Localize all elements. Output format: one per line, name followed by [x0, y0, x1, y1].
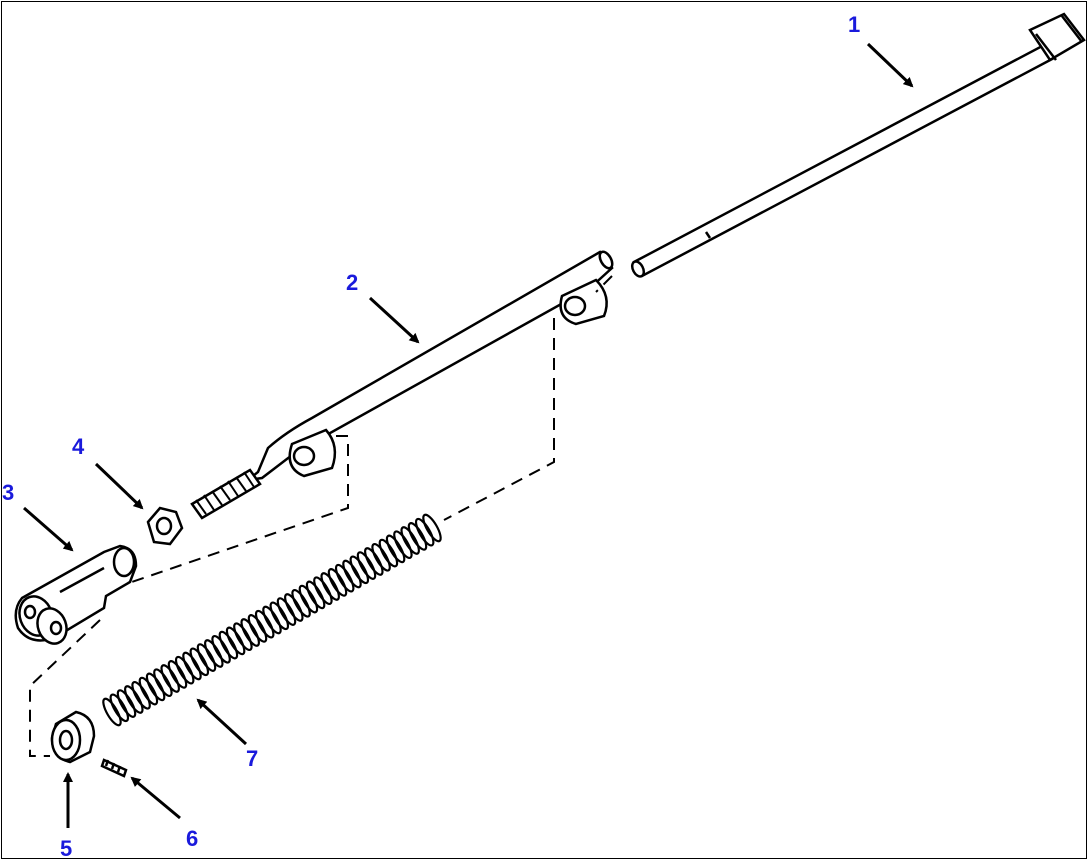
leader-arrow-1 — [866, 42, 914, 88]
spring-coil — [342, 559, 362, 589]
spring-coil — [298, 584, 319, 614]
spring-coil — [276, 597, 297, 626]
leader-arrow-7 — [196, 698, 248, 746]
part-3-clevis — [14, 544, 138, 645]
spring-coil — [313, 576, 333, 606]
spring-coil — [334, 563, 355, 593]
spring-coil — [400, 526, 420, 555]
spring-coil — [174, 655, 195, 685]
part-5-collar — [50, 710, 96, 764]
callout-1: 1 — [848, 12, 860, 37]
spring-coil — [356, 551, 377, 580]
spring-coil — [182, 651, 202, 681]
callout-5: 5 — [60, 836, 72, 861]
spring-coil — [371, 542, 391, 572]
spring-coil — [109, 693, 130, 723]
spring-coil — [189, 647, 210, 677]
leader-arrow-2 — [368, 296, 420, 344]
leader-arrow-3 — [23, 506, 74, 552]
assembly-centerlines — [29, 275, 613, 757]
callout-3: 3 — [2, 480, 14, 505]
spring-coil — [414, 517, 435, 547]
spring-coil — [145, 672, 166, 702]
spring-coil — [240, 618, 260, 647]
leader-arrow-4 — [94, 462, 144, 510]
spring-coil — [305, 580, 326, 610]
spring-coil — [349, 555, 370, 585]
spring-coil — [225, 626, 246, 656]
part-1-rod — [630, 12, 1086, 278]
spring-coil — [320, 572, 340, 601]
spring-coil — [269, 601, 290, 631]
spring-coil — [284, 593, 304, 622]
spring-coil — [131, 680, 151, 710]
spring-coil — [407, 522, 428, 551]
callout-7: 7 — [246, 746, 258, 771]
spring-coil — [262, 605, 282, 635]
callout-6: 6 — [186, 826, 198, 851]
spring-coil — [378, 538, 399, 568]
spring-coil — [160, 664, 180, 693]
spring-coil — [204, 639, 224, 668]
spring-coil — [211, 634, 231, 664]
spring-coil — [102, 697, 122, 727]
leader-arrow-6 — [130, 776, 181, 820]
spring-coil — [167, 660, 188, 689]
spring-coil — [385, 534, 406, 564]
spring-coil — [233, 622, 253, 652]
callout-4: 4 — [72, 434, 85, 459]
spring-coil — [393, 530, 413, 560]
spring-coil — [116, 689, 137, 718]
spring-coil — [254, 609, 275, 639]
spring-coil — [124, 685, 144, 714]
spring-coil — [291, 588, 311, 618]
spring-coil — [196, 643, 217, 672]
spring-coil — [364, 547, 384, 576]
leader-arrows — [23, 42, 914, 828]
spring-coil — [327, 568, 348, 597]
spring-coil — [153, 668, 173, 698]
spring-coil — [247, 614, 268, 643]
spring-coil — [218, 630, 239, 660]
part-6-pin — [100, 758, 128, 778]
callout-2: 2 — [346, 270, 358, 295]
spring-coil — [138, 676, 159, 706]
callout-labels: 1 2 3 4 5 6 7 — [2, 12, 860, 861]
part-2-bent-rod — [190, 250, 614, 520]
part-4-hex-nut — [146, 506, 184, 546]
part-7-spring — [102, 513, 442, 727]
spring-coil — [422, 513, 442, 543]
